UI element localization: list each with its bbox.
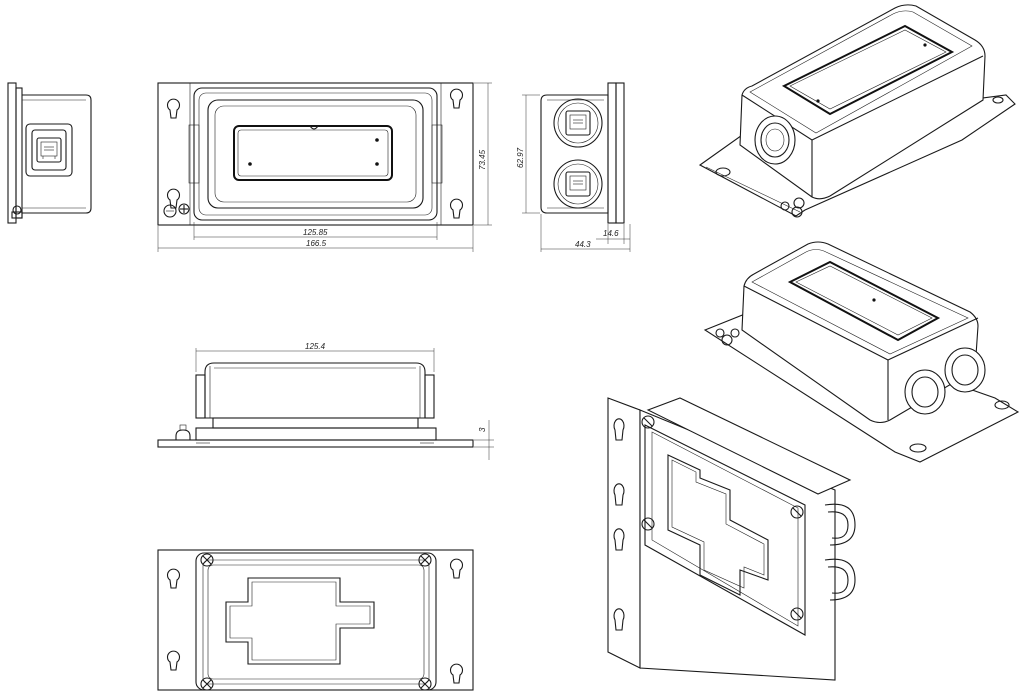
front-elevation-view <box>157 362 474 448</box>
isometric-view-top <box>698 4 1016 218</box>
dimension-label: 125.85 <box>303 228 328 237</box>
screw-icon <box>790 607 804 621</box>
top-view <box>157 82 474 226</box>
right-side-view <box>540 82 625 224</box>
left-side-view <box>7 82 92 224</box>
screw-icon <box>641 415 655 429</box>
bottom-view <box>157 549 474 691</box>
ground-screw-icon <box>163 203 190 218</box>
screw-icon <box>200 553 214 567</box>
rj45-port-icon <box>565 171 591 197</box>
isometric-view-bottom <box>607 397 856 681</box>
front-view-dimensions: 125.4 3 <box>195 342 494 460</box>
screw-icon <box>790 505 804 519</box>
rj45-port-icon <box>565 110 591 136</box>
dimension-label: 14.6 <box>603 229 619 238</box>
dimension-label: 125.4 <box>305 342 326 351</box>
dimension-label: 44.3 <box>575 240 591 249</box>
dimension-label: 62.97 <box>516 147 525 168</box>
screw-icon <box>641 517 655 531</box>
screw-icon <box>200 677 214 691</box>
screw-icon <box>418 553 432 567</box>
top-view-dimensions: 125.85 166.5 73.45 <box>157 82 492 252</box>
dimension-label: 73.45 <box>478 149 487 170</box>
rj45-port-icon <box>36 137 62 163</box>
side-view-dimensions: 62.97 14.6 44.3 <box>516 94 631 252</box>
dimension-label: 3 <box>478 427 487 432</box>
screw-icon <box>418 677 432 691</box>
isometric-view-middle <box>703 241 1020 463</box>
dimension-label: 166.5 <box>306 239 327 248</box>
